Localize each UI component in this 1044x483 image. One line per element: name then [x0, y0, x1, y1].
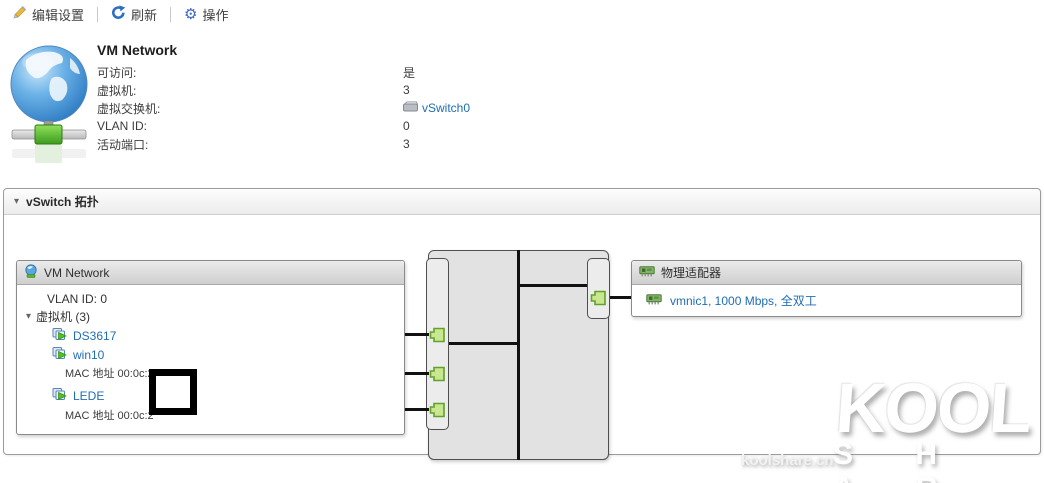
- network-mini-icon: [24, 264, 38, 281]
- port-icon: [429, 402, 445, 418]
- property-list: 可访问: 3 是 虚拟机: 3 虚拟交换机: vSwitch0: [97, 63, 797, 153]
- vm-connector-line: [405, 372, 429, 375]
- vm-connector-line: [405, 408, 429, 411]
- vlan-row: VLAN ID: 0: [47, 292, 108, 306]
- edit-settings-label: 编辑设置: [32, 7, 85, 23]
- vm-group-toggle[interactable]: ▾ 虚拟机 (3): [17, 308, 404, 326]
- mac-address-row: MAC 地址 00:0c:2: [65, 410, 154, 422]
- property-label: 虚拟交换机:: [97, 101, 161, 116]
- vm-link[interactable]: LEDE: [73, 388, 105, 403]
- physical-adapter-row: vmnic1, 1000 Mbps, 全双工: [632, 285, 1021, 316]
- vm-row: win10: [17, 345, 404, 364]
- refresh-icon: [111, 5, 126, 23]
- pencil-icon: [12, 5, 27, 23]
- portgroup-box-title: VM Network: [44, 265, 110, 280]
- panel-title: vSwitch 拓扑: [26, 195, 99, 209]
- nic-icon: [646, 293, 662, 308]
- portgroup-box-body: VLAN ID: 0 ▾ 虚拟机 (3) DS3: [17, 285, 404, 427]
- property-label: 可访问:: [97, 65, 137, 80]
- edit-settings-button[interactable]: 编辑设置: [8, 3, 88, 26]
- property-value: 0: [403, 119, 410, 133]
- switch-icon: [403, 101, 419, 115]
- refresh-button[interactable]: 刷新: [107, 3, 161, 26]
- vm-link[interactable]: win10: [73, 347, 105, 362]
- topology-canvas: VM Network VLAN ID: 0 ▾ 虚拟机 (3): [4, 215, 1040, 460]
- vm-row: DS3617: [17, 326, 404, 345]
- physical-adapters-title: 物理适配器: [661, 266, 722, 280]
- vm-row: LEDE: [17, 385, 404, 406]
- portgroup-port-strip: [426, 258, 449, 430]
- portgroup-to-backbone-line: [449, 342, 517, 345]
- uplink-port-strip: [587, 258, 610, 319]
- gear-icon: ⚙: [184, 5, 198, 23]
- toolbar-separator: [170, 6, 172, 22]
- backbone-to-uplink-line: [520, 284, 587, 287]
- vm-icon: [52, 327, 67, 344]
- vmnic-link[interactable]: vmnic1, 1000 Mbps, 全双工: [670, 294, 817, 308]
- toolbar: 编辑设置 刷新 ⚙ 操作: [0, 0, 1044, 28]
- switch-backbone-line: [517, 250, 520, 460]
- property-label: 活动端口:: [97, 137, 149, 152]
- toolbar-separator: [97, 6, 99, 22]
- actions-button[interactable]: ⚙ 操作: [180, 3, 232, 26]
- vm-icon: [52, 346, 67, 363]
- portgroup-box: VM Network VLAN ID: 0 ▾ 虚拟机 (3): [16, 260, 405, 435]
- property-row: 虚拟机: 3: [97, 81, 797, 99]
- port-icon: [429, 327, 445, 343]
- port-icon: [590, 290, 606, 306]
- vm-group-label: 虚拟机 (3): [36, 310, 91, 324]
- uplink-to-nic-line: [610, 296, 631, 299]
- property-row: 虚拟交换机: vSwitch0: [97, 99, 797, 117]
- globe-icon: [8, 38, 90, 208]
- property-row: 活动端口: 3: [97, 135, 797, 153]
- property-row: 可访问: 3 是: [97, 63, 797, 81]
- portgroup-summary: VM Network 可访问: 3 是 虚拟机: 3 虚拟交换机:: [0, 36, 1044, 208]
- property-label: 虚拟机:: [97, 83, 137, 98]
- collapse-arrow-icon: ▾: [26, 311, 32, 322]
- property-value: 3: [403, 83, 410, 97]
- property-value: 是: [403, 65, 416, 80]
- refresh-label: 刷新: [131, 7, 158, 23]
- property-label: VLAN ID:: [97, 119, 148, 133]
- vm-connector-line: [405, 333, 429, 336]
- redaction-annotation: [149, 369, 197, 415]
- vm-link[interactable]: DS3617: [73, 328, 117, 343]
- property-row: VLAN ID: 0: [97, 117, 797, 135]
- portgroup-box-header: VM Network: [17, 261, 404, 285]
- panel-header-toggle[interactable]: ▾ vSwitch 拓扑: [4, 189, 1040, 215]
- physical-adapters-header: 物理适配器: [632, 261, 1021, 285]
- vswitch-link[interactable]: vSwitch0: [422, 101, 471, 115]
- nic-icon: [639, 265, 655, 280]
- actions-label: 操作: [202, 7, 229, 23]
- page-title: VM Network: [97, 42, 178, 58]
- collapse-arrow-icon: ▾: [14, 196, 20, 207]
- mac-address-row: MAC 地址 00:0c:2: [65, 368, 154, 380]
- port-icon: [429, 366, 445, 382]
- vm-icon: [52, 387, 67, 404]
- property-value: 3: [403, 137, 410, 151]
- vswitch-topology-panel: ▾ vSwitch 拓扑: [3, 188, 1041, 460]
- physical-adapters-box: 物理适配器 vmnic1, 1000: [631, 260, 1022, 317]
